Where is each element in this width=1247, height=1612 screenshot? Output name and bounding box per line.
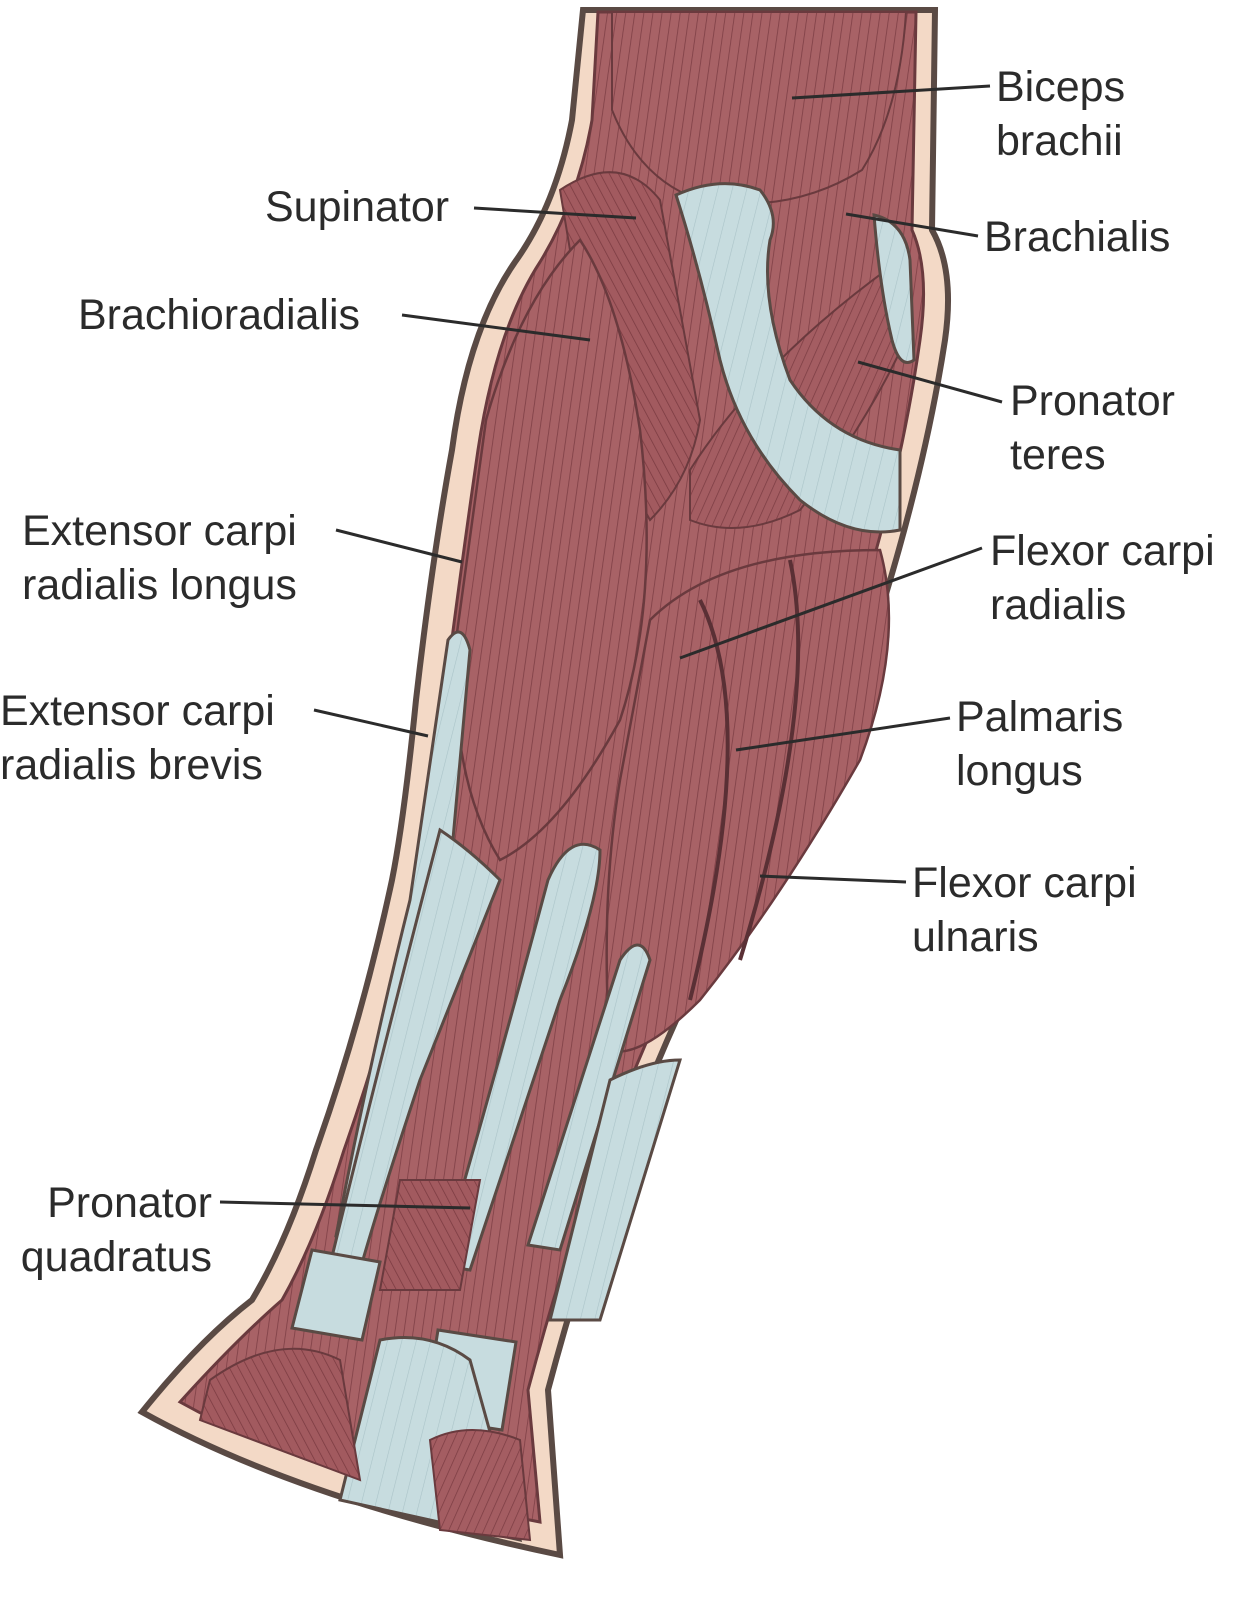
thenar-muscle bbox=[198, 1347, 362, 1482]
distal-tendon-4 bbox=[548, 1058, 683, 1322]
label-line: quadratus bbox=[20, 1233, 212, 1281]
label-line: Biceps bbox=[996, 63, 1126, 111]
label-line: ulnaris bbox=[912, 913, 1039, 961]
label-palmaris-longus: Palmaris longus bbox=[956, 690, 1123, 798]
brachialis-tendon bbox=[872, 213, 916, 364]
leader-supinator bbox=[473, 206, 637, 220]
label-supinator: Supinator bbox=[265, 180, 449, 234]
label-line: Extensor carpi bbox=[22, 507, 297, 555]
label-line: Flexor carpi bbox=[912, 859, 1137, 907]
hypothenar-muscle bbox=[428, 1429, 532, 1542]
leader-biceps-brachii bbox=[791, 84, 991, 100]
leader-pronator-quadratus bbox=[219, 1200, 471, 1210]
label-line: brachii bbox=[996, 117, 1123, 165]
brachioradialis-muscle bbox=[454, 238, 648, 862]
label-line: Flexor carpi bbox=[990, 527, 1215, 575]
biceps-tendon bbox=[674, 182, 902, 534]
label-line: Palmaris bbox=[956, 693, 1124, 741]
label-pronator-quadratus: Pronator quadratus bbox=[0, 1176, 212, 1284]
label-extensor-carpi-radialis-brevis: Extensor carpi radialis brevis bbox=[0, 684, 275, 792]
leader-palmaris-longus bbox=[735, 716, 951, 752]
distal-tendon-3 bbox=[526, 943, 652, 1252]
label-line: teres bbox=[1010, 431, 1106, 479]
label-line: Brachialis bbox=[984, 213, 1171, 261]
label-biceps-brachii: Biceps brachii bbox=[996, 60, 1125, 168]
label-extensor-carpi-radialis-longus: Extensor carpi radialis longus bbox=[22, 504, 297, 612]
label-brachioradialis: Brachioradialis bbox=[78, 288, 360, 342]
label-line: radialis brevis bbox=[0, 741, 263, 789]
label-flexor-carpi-radialis: Flexor carpi radialis bbox=[990, 524, 1215, 632]
retinaculum-1 bbox=[290, 1248, 382, 1342]
leader-brachialis bbox=[845, 212, 979, 238]
flexor-divider-2 bbox=[738, 559, 801, 961]
label-line: longus bbox=[956, 747, 1083, 795]
label-pronator-teres: Pronator teres bbox=[1010, 374, 1175, 482]
label-line: Pronator bbox=[1010, 377, 1175, 425]
label-line: Pronator bbox=[47, 1179, 212, 1227]
leader-brachioradialis bbox=[401, 313, 591, 342]
leader-extensor-carpi-radialis-longus bbox=[335, 528, 463, 564]
leader-pronator-teres bbox=[857, 360, 1003, 404]
label-line: Supinator bbox=[265, 183, 450, 231]
label-line: Extensor carpi bbox=[0, 687, 275, 735]
leader-extensor-carpi-radialis-brevis bbox=[313, 708, 429, 738]
leader-lines bbox=[219, 84, 1003, 1210]
leader-flexor-carpi-radialis bbox=[679, 546, 983, 660]
leader-flexor-carpi-ulnaris bbox=[759, 874, 907, 884]
label-flexor-carpi-ulnaris: Flexor carpi ulnaris bbox=[912, 856, 1137, 964]
flexor-group bbox=[605, 548, 891, 1053]
label-line: Brachioradialis bbox=[78, 291, 361, 339]
label-line: radialis bbox=[990, 581, 1127, 629]
label-brachialis: Brachialis bbox=[984, 210, 1170, 264]
flexor-divider-1 bbox=[688, 599, 730, 1001]
label-line: radialis longus bbox=[22, 561, 297, 609]
supinator-muscle bbox=[558, 171, 702, 522]
distal-tendon-2 bbox=[438, 842, 602, 1272]
